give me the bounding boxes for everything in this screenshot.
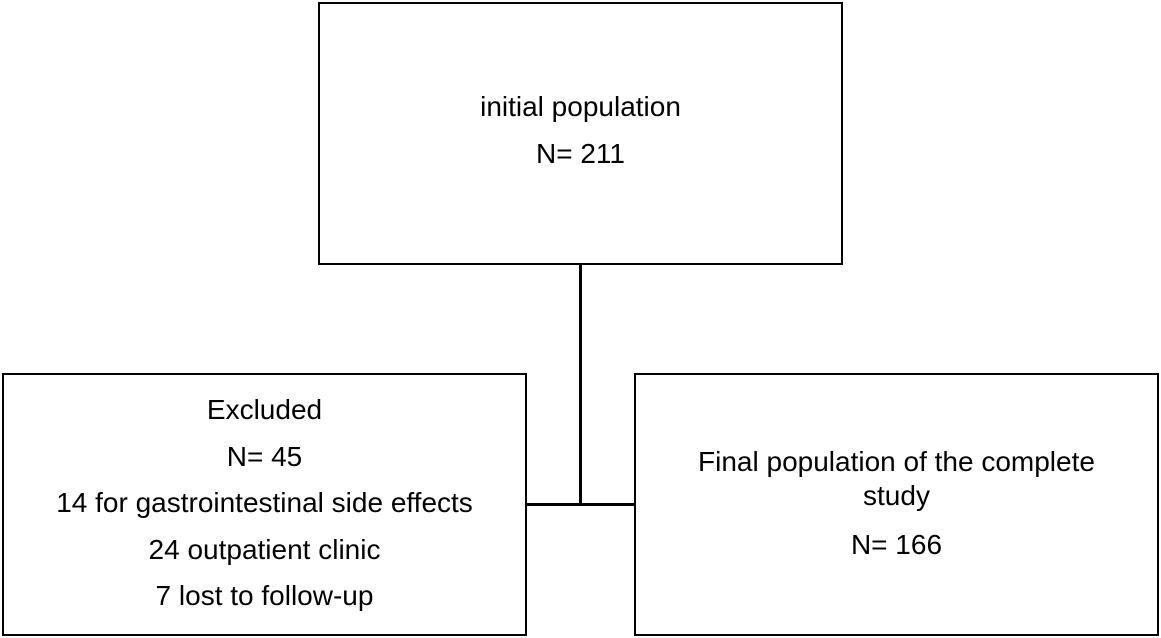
left-connector (527, 503, 581, 506)
final-population-label-line2: study (863, 479, 930, 511)
final-population-count: N= 166 (850, 529, 943, 561)
final-population-label-line1: Final population of the complete (698, 446, 1095, 477)
vertical-connector (579, 265, 582, 505)
excluded-reason-gastrointestinal: 14 for gastrointestinal side effects (56, 487, 473, 519)
excluded-count: N= 45 (226, 440, 303, 472)
excluded-reason-lost-follow-up: 7 lost to follow-up (155, 580, 374, 612)
excluded-box: Excluded N= 45 14 for gastrointestinal s… (2, 373, 527, 636)
excluded-reason-outpatient: 24 outpatient clinic (148, 533, 381, 565)
excluded-label: Excluded (206, 394, 323, 425)
right-connector (580, 503, 634, 506)
initial-population-label: initial population (480, 91, 681, 122)
final-population-box: Final population of the complete study N… (634, 373, 1159, 636)
initial-population-box: initial population N= 211 (318, 2, 843, 265)
initial-population-count: N= 211 (536, 137, 625, 169)
